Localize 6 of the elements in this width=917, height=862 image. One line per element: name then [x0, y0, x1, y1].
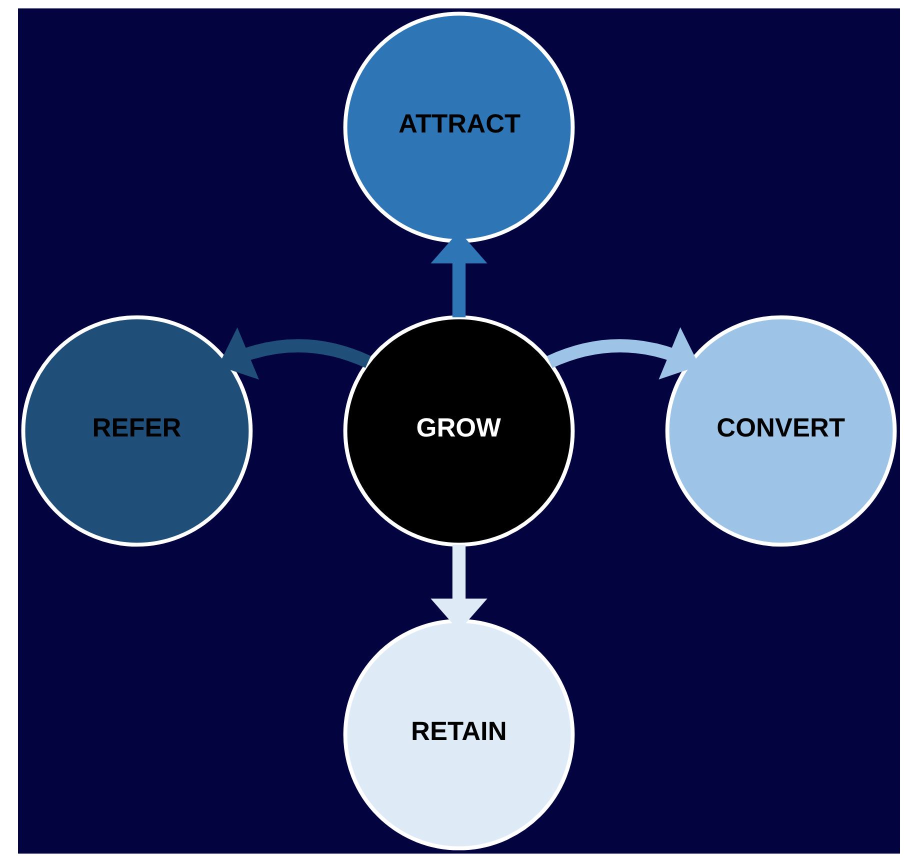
node-circle: RETAIN [342, 618, 574, 850]
node-circle: CONVERT [664, 315, 896, 547]
node-circle: REFER [20, 315, 252, 547]
node-circle: GROW [342, 315, 574, 547]
node-circle: ATTRACT [342, 12, 574, 244]
arrow [546, 327, 699, 380]
